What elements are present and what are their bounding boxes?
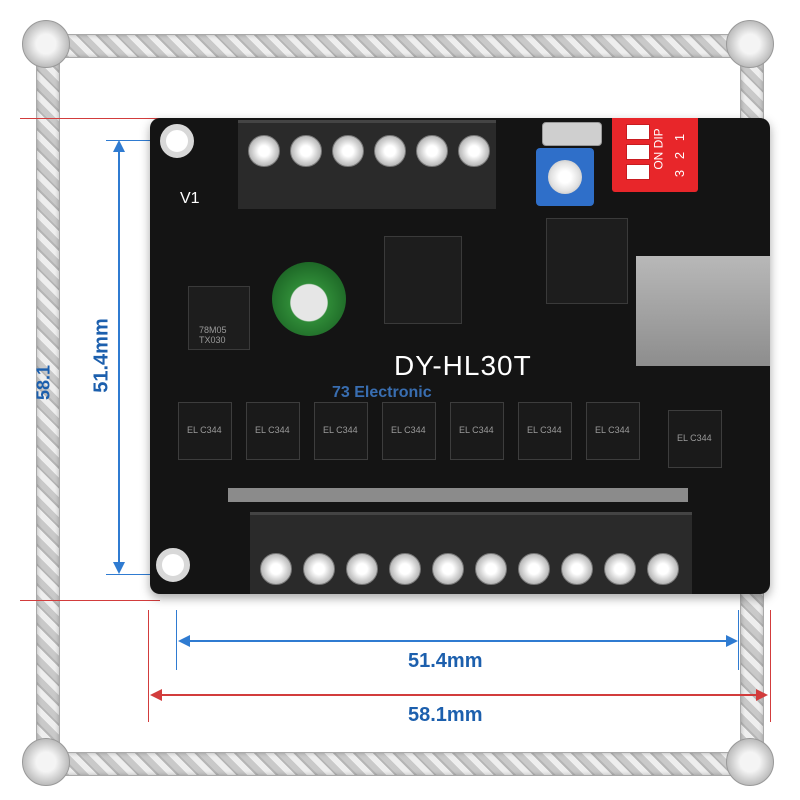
- dip-switch: ON DIP 1 2 3: [612, 118, 698, 192]
- usb-port: [542, 122, 602, 146]
- rope-top: [40, 34, 762, 58]
- height-extension-bottom: [106, 574, 154, 575]
- optocoupler-text: EL C344: [391, 425, 426, 435]
- rope-left: [36, 40, 60, 762]
- regulator-text-line-1: 78M05: [199, 325, 227, 335]
- outer-width-arrow-right: [756, 689, 768, 701]
- optocoupler-text: EL C344: [677, 433, 712, 443]
- optocoupler-text: EL C344: [323, 425, 358, 435]
- circuit-board: V1 ON DIP 1 2 3 78M05 TX030 DY-HL30T EL …: [150, 118, 770, 594]
- ic-chip-secondary: [546, 218, 628, 304]
- ic-chip-main: [384, 236, 462, 324]
- rope-bottom: [40, 752, 762, 776]
- terminal-screw: [389, 553, 421, 585]
- dip-number-3: 3: [672, 169, 688, 178]
- terminal-screw: [647, 553, 679, 585]
- optocoupler-text: EL C344: [255, 425, 290, 435]
- optocoupler: EL C344: [450, 402, 504, 460]
- height-dimension-line: [118, 150, 120, 566]
- optocoupler: EL C344: [382, 402, 436, 460]
- outer-width-extension-left: [148, 610, 149, 722]
- optocoupler-text: EL C344: [459, 425, 494, 435]
- top-terminal-block: [238, 120, 496, 209]
- model-label: DY-HL30T: [394, 350, 532, 381]
- terminal-screw: [475, 553, 507, 585]
- left-partial-dimension-label: 58.1: [33, 364, 54, 401]
- inner-width-extension-right: [738, 610, 739, 670]
- electrolytic-capacitor: [272, 262, 346, 336]
- watermark-text: 73 Electronic: [332, 384, 432, 401]
- dip-switch-lever-3: [626, 164, 650, 180]
- outer-width-dimension-line: [160, 694, 758, 696]
- optocoupler-text: EL C344: [595, 425, 630, 435]
- height-extension-top: [106, 140, 154, 141]
- mounting-hole-bottom-left: [156, 548, 190, 582]
- outer-width-dimension-label: 58.1mm: [408, 704, 483, 726]
- rope-knot-bottom-right: [726, 738, 774, 786]
- rope-knot-bottom-left: [22, 738, 70, 786]
- outer-width-arrow-left: [150, 689, 162, 701]
- terminal-screw: [248, 135, 280, 167]
- inner-width-arrow-right: [726, 635, 738, 647]
- rope-knot-top-left: [22, 20, 70, 68]
- optocoupler: EL C344: [518, 402, 572, 460]
- inner-width-dimension-line: [188, 640, 728, 642]
- rope-knot-top-right: [726, 20, 774, 68]
- terminal-screw: [518, 553, 550, 585]
- dip-number-1: 1: [672, 133, 688, 142]
- height-arrow-top: [113, 140, 125, 152]
- potentiometer-knob: [548, 160, 582, 194]
- mounting-hole-top-left: [160, 124, 194, 158]
- optocoupler: EL C344: [668, 410, 722, 468]
- optocoupler: EL C344: [314, 402, 368, 460]
- optocoupler: EL C344: [178, 402, 232, 460]
- watermark: 73 Electronic: [332, 384, 482, 416]
- terminal-screw: [374, 135, 406, 167]
- dip-switch-lever-1: [626, 124, 650, 140]
- terminal-screw: [290, 135, 322, 167]
- dip-switch-lever-2: [626, 144, 650, 160]
- inner-width-arrow-left: [178, 635, 190, 647]
- left-dimension-line-top: [20, 118, 160, 119]
- left-dimension-line-bottom: [20, 600, 160, 601]
- height-dimension-label: 51.4mm: [90, 318, 113, 393]
- sd-card-slot: [636, 256, 770, 366]
- dip-number-2: 2: [672, 151, 688, 160]
- outer-width-extension-right: [770, 610, 771, 722]
- solder-pad-row: [228, 488, 688, 502]
- voltage-regulator: 78M05 TX030: [188, 286, 250, 350]
- bottom-terminal-block: [250, 512, 692, 594]
- terminal-screw: [432, 553, 464, 585]
- terminal-screw: [332, 135, 364, 167]
- optocoupler: EL C344: [586, 402, 640, 460]
- inner-width-extension-left: [176, 610, 177, 670]
- terminal-screw: [561, 553, 593, 585]
- terminal-screw: [416, 135, 448, 167]
- dip-label: ON DIP: [651, 128, 666, 170]
- height-arrow-bottom: [113, 562, 125, 574]
- regulator-text-line-2: TX030: [199, 335, 226, 345]
- terminal-screw: [260, 553, 292, 585]
- optocoupler-text: EL C344: [187, 425, 222, 435]
- optocoupler-text: EL C344: [527, 425, 562, 435]
- potentiometer: [536, 148, 594, 206]
- terminal-screw: [604, 553, 636, 585]
- terminal-screw: [303, 553, 335, 585]
- terminal-screw: [458, 135, 490, 167]
- terminal-screw: [346, 553, 378, 585]
- optocoupler: EL C344: [246, 402, 300, 460]
- inner-width-dimension-label: 51.4mm: [408, 650, 483, 672]
- version-label: V1: [180, 190, 200, 207]
